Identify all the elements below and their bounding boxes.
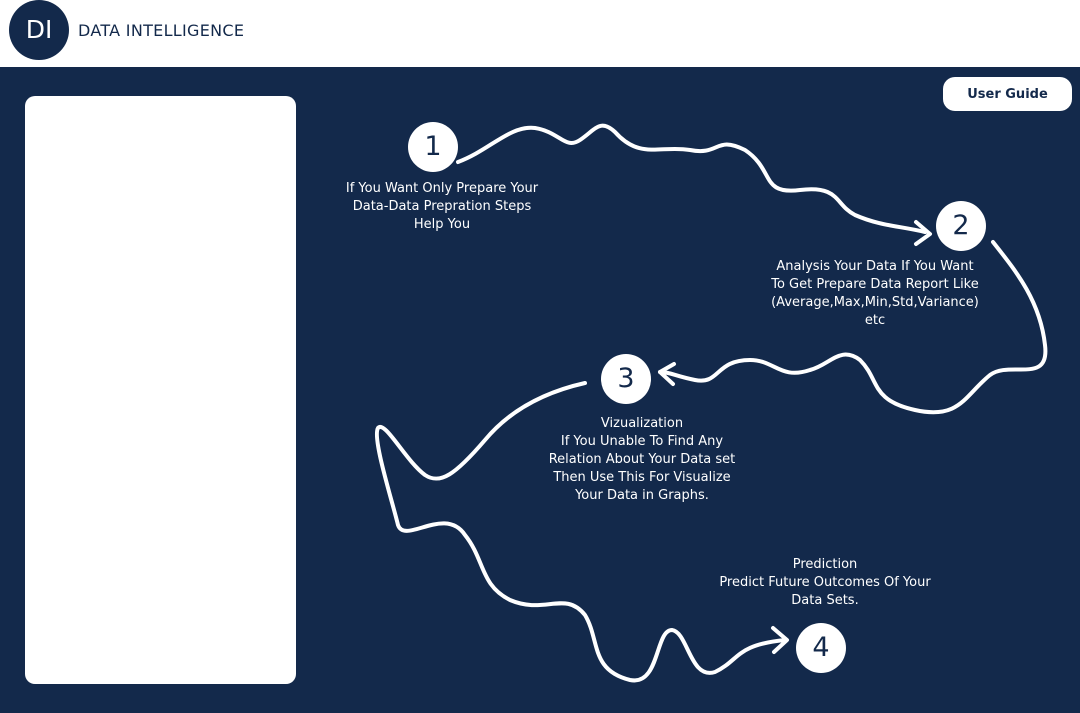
step-4-badge: 4 (796, 623, 846, 673)
logo-badge: DI (9, 0, 69, 60)
step-3-line-1: Vizualization (600, 416, 684, 431)
step-2-line-3: (Average,Max,Min,Std,Variance) (771, 295, 979, 310)
step-2-line-2: To Get Prepare Data Report Like (771, 277, 979, 292)
step-3-line-4: Then Use This For Visualize (553, 470, 731, 485)
step-3-line-3: Relation About Your Data set (548, 452, 736, 467)
step-3-description: Vizualization If You Unable To Find Any … (522, 415, 762, 505)
step-4-description: Prediction Predict Future Outcomes Of Yo… (695, 556, 955, 610)
step-1-line-1: If You Want Only Prepare Your (345, 181, 539, 196)
step-1-description: If You Want Only Prepare Your Data-Data … (322, 180, 562, 234)
brand-name: DATA INTELLIGENCE (78, 21, 245, 40)
step-2-description: Analysis Your Data If You Want To Get Pr… (755, 258, 995, 330)
step-1-line-2: Data-Data Prepration Steps (352, 199, 532, 214)
step-4-line-1: Prediction (792, 557, 858, 572)
step-3-badge: 3 (601, 354, 651, 404)
step-4-line-3: Data Sets. (791, 593, 859, 608)
step-3-line-5: Your Data in Graphs. (575, 488, 709, 503)
flow-arrowhead-2 (914, 220, 932, 246)
step-2-line-4: etc (864, 313, 886, 328)
flow-arrowhead-3 (658, 362, 676, 386)
app-header: DI DATA INTELLIGENCE (0, 0, 1080, 67)
step-2-badge: 2 (936, 201, 986, 251)
step-4-line-2: Predict Future Outcomes Of Your (719, 575, 931, 590)
flow-path-3-4 (374, 381, 787, 683)
sidebar-panel (25, 96, 296, 684)
step-1-badge: 1 (408, 122, 458, 172)
flow-arrowhead-4 (771, 626, 789, 654)
flow-path-2-3 (658, 240, 1048, 415)
step-2-line-1: Analysis Your Data If You Want (776, 259, 974, 274)
step-1-line-3: Help You (413, 217, 471, 232)
step-3-line-2: If You Unable To Find Any (560, 434, 724, 449)
user-guide-button[interactable]: User Guide (943, 77, 1072, 111)
flow-path-1-2 (456, 123, 927, 234)
